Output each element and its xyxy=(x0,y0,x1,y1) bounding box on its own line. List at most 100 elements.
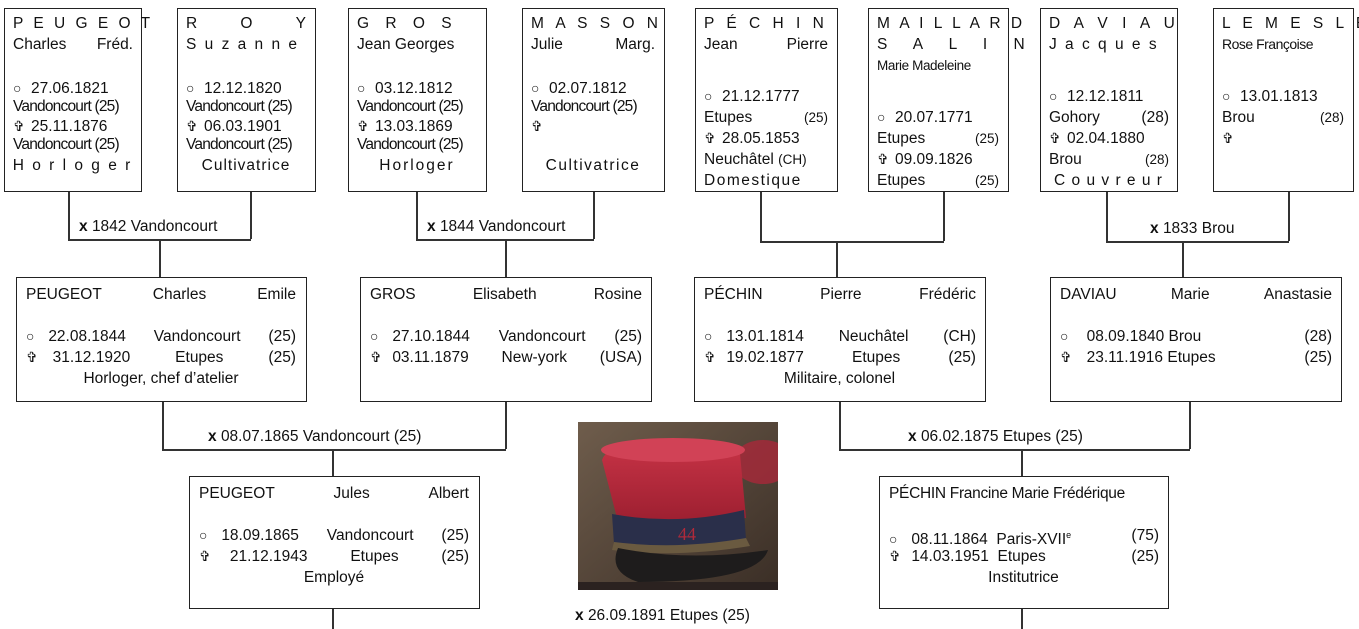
death-line: ✞25.11.1876 xyxy=(13,118,108,135)
last-name: L E M E S L E xyxy=(1222,15,1359,32)
marriage-label: x 08.07.1865 Vandoncourt (25) xyxy=(205,428,425,446)
death-icon: ✞ xyxy=(199,548,211,564)
death-icon: ✞ xyxy=(186,118,198,134)
first-name: Rose Françoise xyxy=(1222,36,1314,52)
birth-icon: ○ xyxy=(704,328,713,344)
birth-line: ○12.12.1820 xyxy=(186,80,282,97)
death-line: ✞ 23.11.1916 Etupes(25) xyxy=(1060,349,1332,366)
birth-icon: ○ xyxy=(357,80,366,96)
death-place: Vandoncourt (25) xyxy=(13,136,120,153)
birth-place: Vandoncourt (25) xyxy=(357,98,464,115)
death-icon: ✞ xyxy=(889,548,901,564)
death-icon: ✞ xyxy=(704,130,716,146)
connector xyxy=(505,401,507,449)
marriage-label: x 26.09.1891 Etupes (25) xyxy=(572,607,753,625)
connector xyxy=(839,449,1190,451)
death-icon: ✞ xyxy=(13,118,25,134)
death-icon: ✞ xyxy=(1060,349,1072,365)
connector xyxy=(836,241,838,277)
connector xyxy=(943,191,945,241)
birth-place: Vandoncourt (25) xyxy=(186,98,293,115)
death-line: ✞28.05.1853 xyxy=(704,130,800,147)
death-line: ✞06.03.1901 xyxy=(186,118,282,135)
death-icon: ✞ xyxy=(357,118,369,134)
connector xyxy=(1182,241,1184,277)
death-icon: ✞ xyxy=(1049,130,1061,146)
birth-line: ○27.06.1821 xyxy=(13,80,109,97)
death-line: ✞ xyxy=(1222,128,1240,149)
connector xyxy=(593,191,595,239)
connector xyxy=(416,191,418,239)
death-icon: ✞ xyxy=(370,349,382,365)
connector xyxy=(1288,191,1290,241)
death-place: Etupes(25) xyxy=(877,172,999,189)
death-line: ✞13.03.1869 xyxy=(357,118,453,135)
death-line: ✞02.04.1880 xyxy=(1049,130,1145,147)
first-name: Marie Madeleine xyxy=(877,58,971,73)
connector xyxy=(839,401,841,449)
connector xyxy=(250,191,252,239)
birth-icon: ○ xyxy=(1222,88,1231,104)
birth-icon: ○ xyxy=(13,80,22,96)
birth-place: Vandoncourt (25) xyxy=(13,98,120,115)
last-name: P É C H I N xyxy=(704,15,828,32)
birth-icon: ○ xyxy=(26,328,35,344)
marriage-label: x 06.02.1875 Etupes (25) xyxy=(905,428,1086,446)
birth-place: Brou(28) xyxy=(1222,109,1344,126)
death-line: ✞ xyxy=(531,116,549,137)
birth-line: ○13.01.1813 xyxy=(1222,88,1318,105)
birth-line: ○ 08.11.1864 Paris-XVIIe(75) xyxy=(889,527,1159,549)
connector xyxy=(1021,608,1023,629)
birth-icon: ○ xyxy=(531,80,540,96)
occupation: Cultivatrice xyxy=(545,157,641,174)
birth-place: Etupes(25) xyxy=(704,109,828,126)
connector xyxy=(162,449,506,451)
connector xyxy=(760,241,944,243)
death-icon: ✞ xyxy=(531,118,543,134)
occupation: Institutrice xyxy=(988,569,1059,586)
last-name: M A S S O N xyxy=(531,15,662,32)
connector xyxy=(1189,401,1191,449)
birth-place: Gohory(28) xyxy=(1049,109,1169,126)
birth-place: Etupes(25) xyxy=(877,130,999,147)
occupation: Horloger, chef d’atelier xyxy=(83,370,239,387)
death-place: Vandoncourt (25) xyxy=(186,136,293,153)
connector xyxy=(159,239,161,277)
person-box-daviau-jacques: D A V I A U J a c q u e s ○12.12.1811 Go… xyxy=(1040,8,1178,192)
last-name: P E U G E O T xyxy=(13,15,154,32)
marriage-label: x 1842 Vandoncourt xyxy=(76,218,221,236)
birth-line: ○21.12.1777 xyxy=(704,88,800,105)
person-box-gros-jean-georges: G R O S Jean Georges ○03.12.1812 Vandonc… xyxy=(348,8,487,192)
death-icon: ✞ xyxy=(704,349,716,365)
death-icon: ✞ xyxy=(26,349,38,365)
connector xyxy=(68,191,70,239)
connector xyxy=(1106,191,1108,241)
last-name-2: S A L I N xyxy=(877,36,1036,53)
last-name: D A V I A U xyxy=(1049,15,1180,32)
death-place: Brou(28) xyxy=(1049,151,1169,168)
birth-icon: ○ xyxy=(186,80,195,96)
occupation: Employé xyxy=(303,569,365,586)
birth-icon: ○ xyxy=(199,527,208,543)
birth-line: ○02.07.1812 xyxy=(531,80,627,97)
connector xyxy=(760,191,762,241)
occupation: Domestique xyxy=(704,172,802,189)
birth-line: ○12.12.1811 xyxy=(1049,88,1144,105)
